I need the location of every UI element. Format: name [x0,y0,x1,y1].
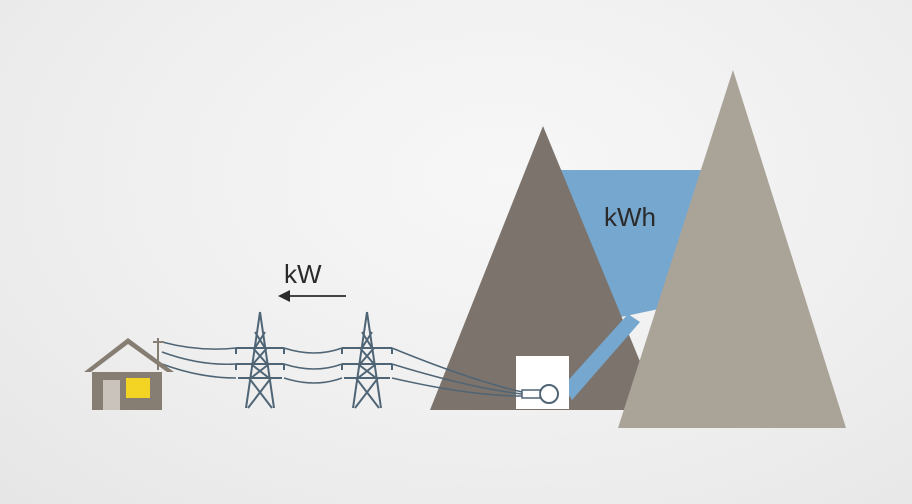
house-door [103,380,120,410]
transmission-tower-2 [341,311,393,409]
penstock-pipe [563,314,640,400]
left-mountain [430,126,660,410]
transmission-tower-1 [235,311,285,409]
generator-shaft [521,389,541,399]
right-mountain [618,70,846,428]
house [84,338,174,410]
energy-label: kWh [604,202,656,232]
power-label: kW [284,259,322,289]
power-flow-arrow [278,290,346,302]
generator-icon [539,384,559,404]
transmission-lines [161,341,523,397]
house-window [126,378,150,398]
reservoir-water [545,170,702,318]
